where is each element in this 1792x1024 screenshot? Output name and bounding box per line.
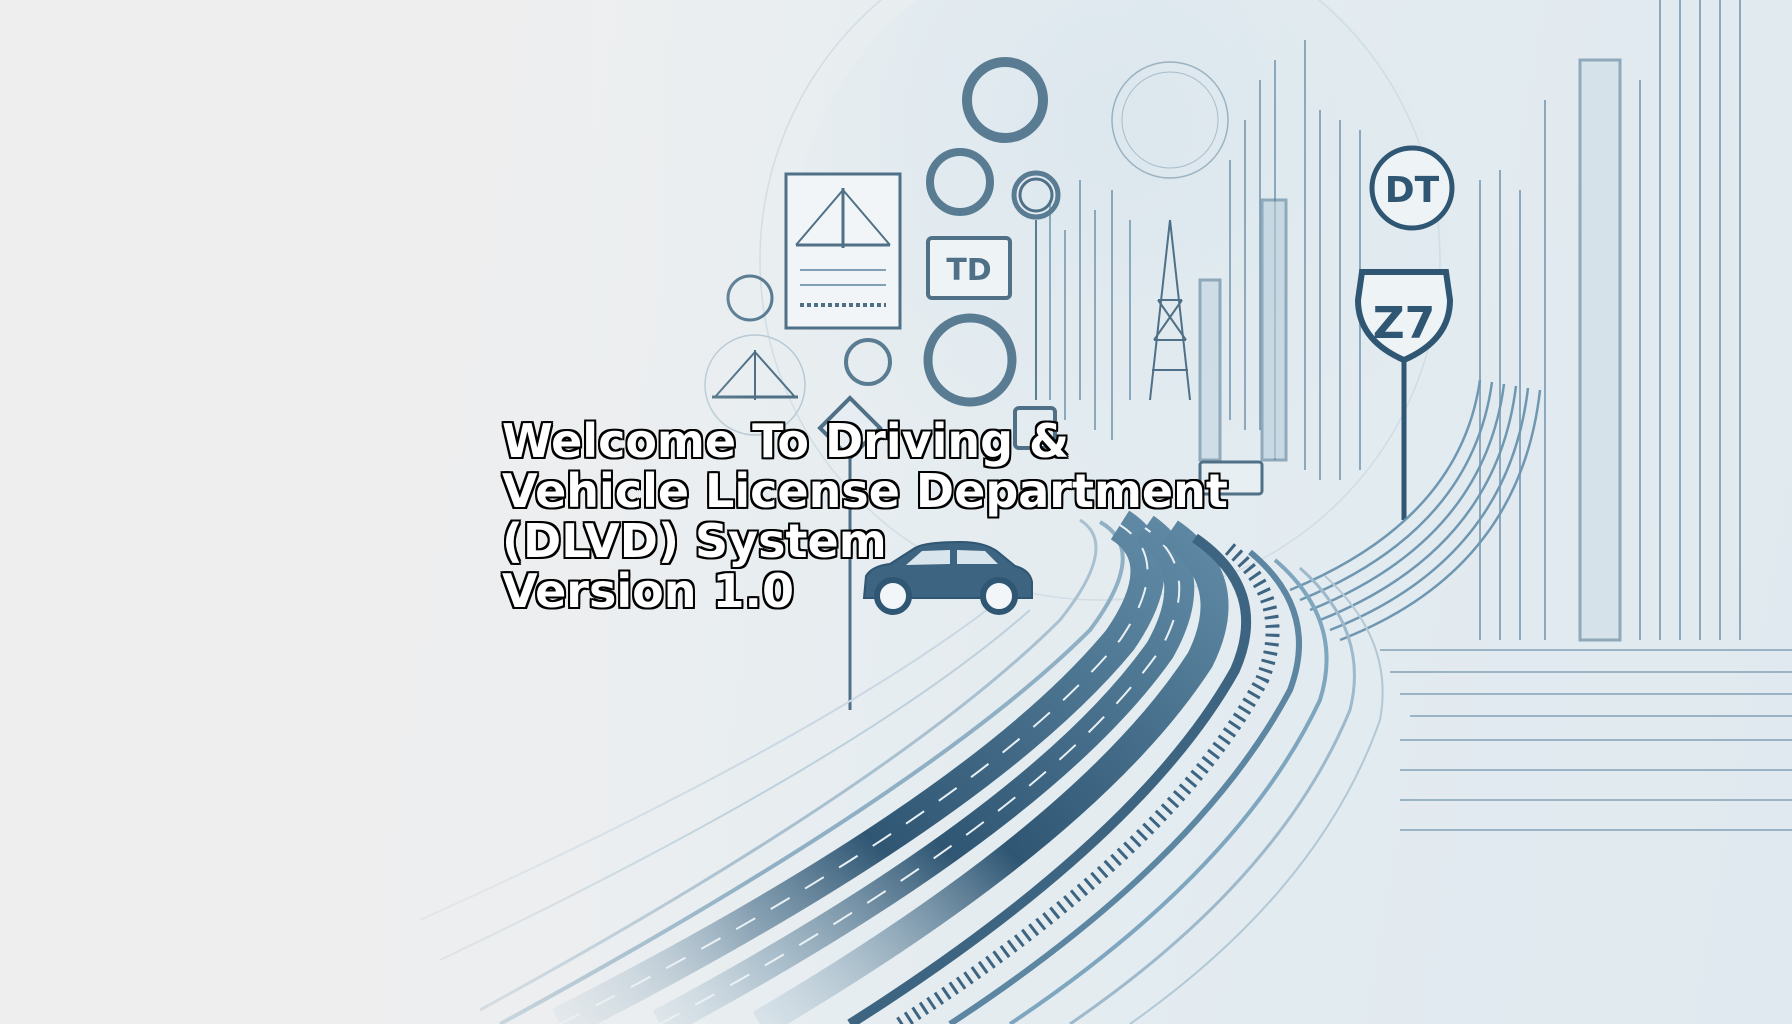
welcome-title-line-2: Vehicle License Department [502, 464, 1228, 518]
welcome-title-line-1: Welcome To Driving & [502, 414, 1070, 468]
welcome-title: Welcome To Driving & Vehicle License Dep… [502, 416, 1302, 616]
welcome-title-line-3: (DLVD) System [502, 514, 887, 568]
version-label: Version 1.0 [502, 564, 794, 618]
